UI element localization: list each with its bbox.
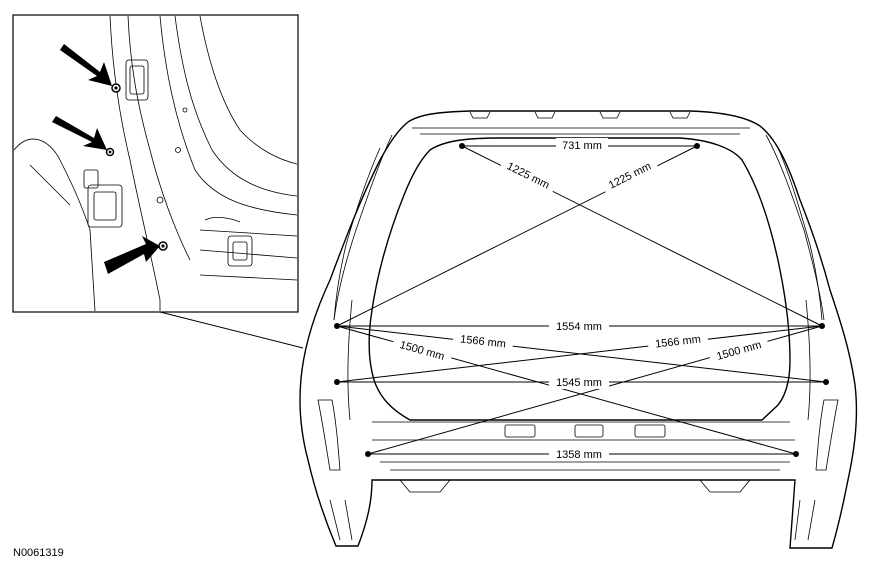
reference-points — [334, 143, 829, 457]
label-1566-b: 1566 mm — [655, 333, 702, 350]
detail-inset — [12, 14, 299, 313]
inset-arrow-2 — [52, 116, 107, 150]
point-upper-left — [334, 323, 340, 329]
point-mid-left — [334, 379, 340, 385]
point-low-right — [793, 451, 799, 457]
point-roof-left — [459, 143, 465, 149]
point-upper-right — [819, 323, 825, 329]
line-1566-b — [336, 325, 823, 383]
label-731: 731 mm — [562, 140, 602, 152]
inset-leader-line — [159, 311, 304, 349]
label-1566-a: 1566 mm — [460, 333, 507, 350]
point-roof-right — [694, 143, 700, 149]
label-1358: 1358 mm — [556, 449, 602, 461]
inset-artwork — [14, 16, 297, 311]
inset-frame — [12, 14, 299, 313]
point-low-left — [365, 451, 371, 457]
point-mid-right — [823, 379, 829, 385]
label-1554: 1554 mm — [556, 321, 602, 333]
inset-arrow-3 — [104, 236, 160, 274]
label-1545: 1545 mm — [556, 377, 602, 389]
inset-arrow-1 — [60, 44, 112, 86]
figure-reference-code: N0061319 — [13, 547, 64, 559]
